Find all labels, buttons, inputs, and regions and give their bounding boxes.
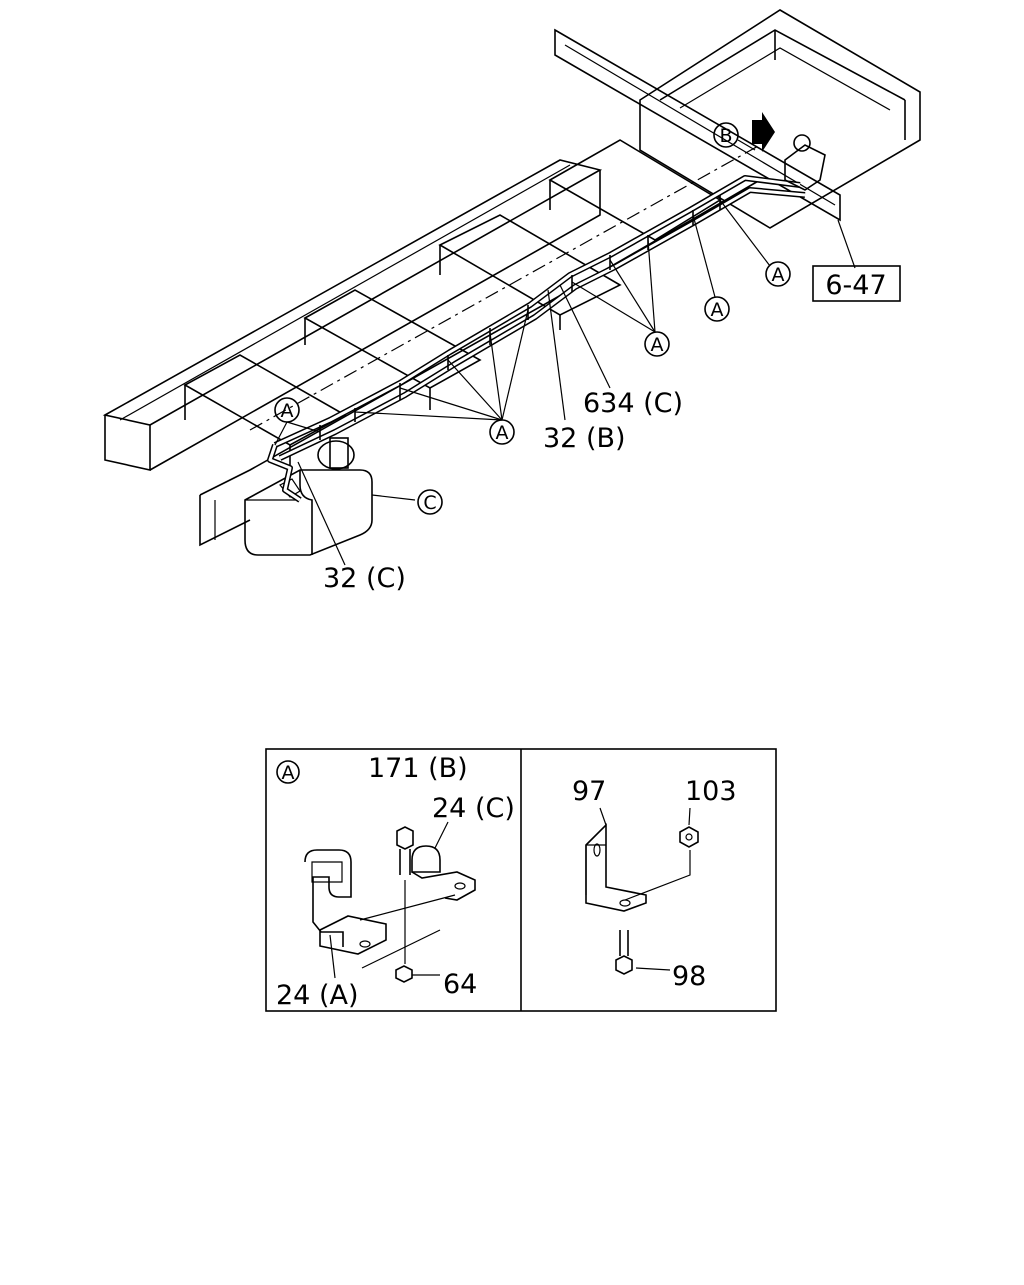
detail-part-24c: 24 (C) — [432, 793, 515, 824]
callout-a-center: A — [489, 419, 515, 445]
detail-part-64: 64 — [443, 969, 477, 1000]
part-label-32c: 32 (C) — [323, 563, 406, 594]
callout-a-center-text: A — [496, 422, 509, 444]
chassis-frame — [102, 9, 921, 547]
detail-part-24a: 24 (A) — [276, 980, 358, 1011]
callout-c: C — [417, 489, 443, 515]
callout-a-right-3: A — [765, 261, 791, 287]
reference-box-text: 6-47 — [825, 270, 886, 301]
callout-a-right-3-text: A — [772, 264, 785, 286]
fuel-tank — [244, 437, 373, 556]
callout-a-right-1-text: A — [651, 334, 664, 356]
direction-arrow-icon — [752, 112, 775, 152]
detail-panel: A 171 (B) 24 (C) — [265, 748, 777, 1012]
part-label-32b: 32 (B) — [543, 423, 626, 454]
detail-part-171b: 171 (B) — [368, 753, 468, 784]
detail-part-103: 103 — [685, 776, 737, 807]
fuel-pipe — [267, 112, 826, 503]
callout-b: B — [713, 122, 739, 148]
leader-lines — [274, 139, 856, 566]
callout-b-text: B — [719, 125, 732, 147]
part-label-634c: 634 (C) — [583, 388, 683, 419]
detail-view-bracket: 97 103 98 — [572, 776, 737, 992]
reference-box: 6-47 — [812, 265, 901, 302]
detail-view-label: A — [282, 762, 295, 784]
detail-part-98: 98 — [672, 961, 706, 992]
detail-view-a: A 171 (B) 24 (C) — [276, 753, 515, 1011]
callout-c-text: C — [423, 492, 436, 514]
detail-part-97: 97 — [572, 776, 606, 807]
callout-a-right-1: A — [644, 331, 670, 357]
callout-a-left: A — [274, 397, 300, 423]
callout-a-right-2: A — [704, 296, 730, 322]
callout-a-left-text: A — [281, 400, 294, 422]
callout-a-right-2-text: A — [711, 299, 724, 321]
